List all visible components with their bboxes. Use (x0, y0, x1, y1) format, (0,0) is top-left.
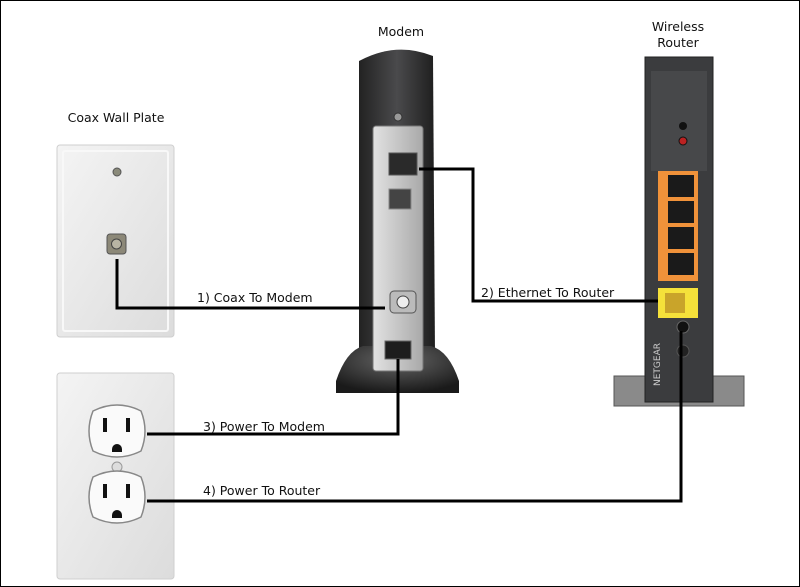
outlet-socket-top (88, 404, 146, 458)
coax-wall-plate (56, 144, 175, 338)
router-brand: NETGEAR (653, 343, 663, 386)
screw-icon (112, 167, 122, 177)
router-title-line1: Wireless (651, 19, 705, 34)
wireless-router: NETGEAR (613, 56, 745, 407)
router-title: Wireless Router (628, 19, 728, 51)
cables (115, 167, 683, 503)
coax-connector-icon (106, 233, 127, 255)
router-power-port-icon (676, 320, 690, 334)
connection-label-power-modem: 3) Power To Modem (203, 419, 325, 434)
outlet-socket-bottom (88, 470, 146, 524)
router-title-line2: Router (657, 35, 699, 50)
coax-wall-plate-title: Coax Wall Plate (67, 110, 165, 125)
modem-title: Modem (377, 24, 425, 39)
usb-port-icon (388, 188, 412, 210)
connection-label-power-router: 4) Power To Router (203, 483, 321, 498)
cable-ethernet (419, 167, 658, 303)
cable-power-router (147, 331, 683, 503)
power-outlet (56, 372, 175, 580)
power-port-icon (384, 340, 412, 360)
connection-label-ethernet: 2) Ethernet To Router (481, 285, 615, 300)
connection-label-coax: 1) Coax To Modem (197, 290, 313, 305)
modem (336, 49, 459, 393)
coax-port-icon (389, 290, 417, 314)
cable-coax (115, 259, 385, 310)
ethernet-port-icon (388, 152, 418, 176)
cable-power-modem (147, 359, 400, 436)
